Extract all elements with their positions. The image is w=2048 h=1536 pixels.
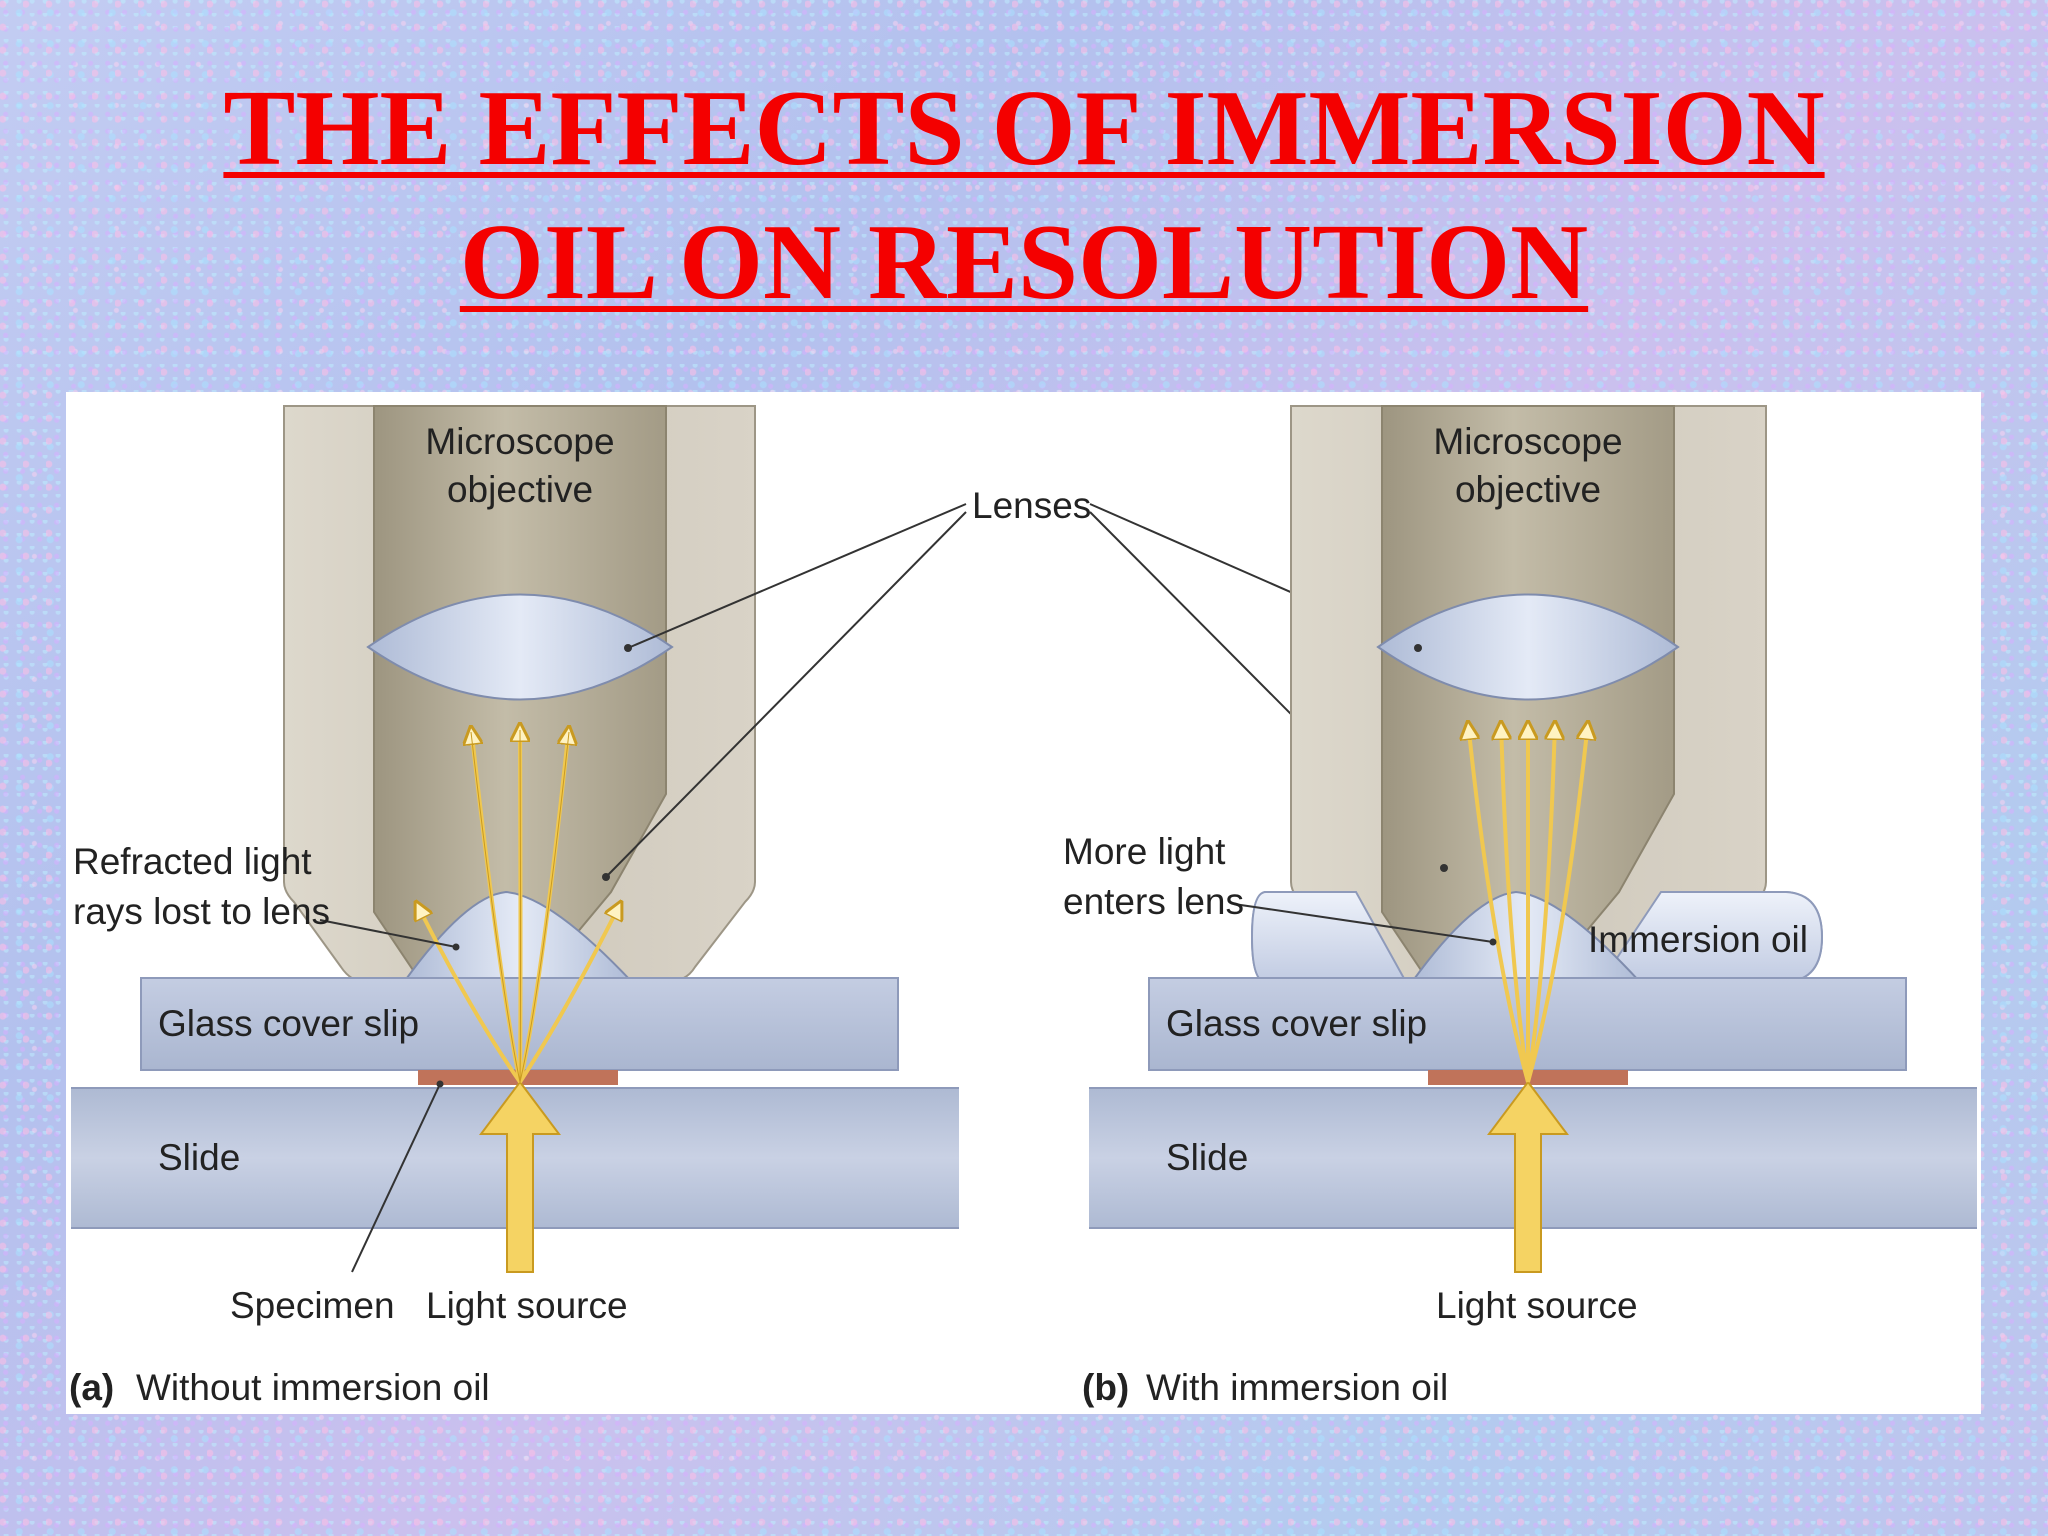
caption-text-b: With immersion oil	[1146, 1367, 1448, 1408]
upper-lens-b	[1376, 593, 1680, 701]
leader-lines-a	[319, 919, 457, 1273]
objective-label-a1: Microscope	[425, 421, 614, 462]
panel-a: Microscope objective Refracted light ray…	[69, 405, 959, 1408]
immersion-oil-label: Immersion oil	[1588, 919, 1808, 960]
specimen-label: Specimen	[230, 1285, 395, 1326]
title-line-2: OIL ON RESOLUTION	[459, 203, 1589, 322]
immersion-oil-diagram: Microscope objective Refracted light ray…	[69, 405, 1977, 1408]
caption-text-a: Without immersion oil	[136, 1367, 490, 1408]
refracted-label-1: Refracted light	[73, 841, 312, 882]
objective-label-b2: objective	[1455, 469, 1601, 510]
panel-b: Microscope objective More light enters l…	[1063, 405, 1977, 1408]
more-light-label-2: enters lens	[1063, 881, 1244, 922]
upper-lens-a	[366, 593, 674, 701]
cover-slip-label-a: Glass cover slip	[158, 1003, 419, 1044]
slide-label-b: Slide	[1166, 1137, 1248, 1178]
cover-slip-label-b: Glass cover slip	[1166, 1003, 1427, 1044]
more-light-label-1: More light	[1063, 831, 1226, 872]
light-source-arrow-a	[479, 1080, 561, 1273]
objective-label-b1: Microscope	[1433, 421, 1622, 462]
title-line-1: THE EFFECTS OF IMMERSION	[223, 69, 1825, 188]
immersion-oil-front	[1250, 891, 1408, 983]
slide-title: THE EFFECTS OF IMMERSION OIL ON RESOLUTI…	[0, 62, 2048, 330]
lenses-callout: Lenses	[605, 485, 1445, 878]
slide-label-a: Slide	[158, 1137, 240, 1178]
light-rays-b	[1468, 722, 1588, 1083]
light-source-label-b: Light source	[1436, 1285, 1638, 1326]
light-source-label-a: Light source	[426, 1285, 628, 1326]
objective-label-a2: objective	[447, 469, 593, 510]
light-source-arrow-b	[1487, 1080, 1569, 1273]
caption-letter-a: (a)	[69, 1367, 114, 1408]
caption-letter-b: (b)	[1082, 1367, 1129, 1408]
light-rays-outline-a	[470, 729, 570, 1083]
diagram-panel: Microscope objective Refracted light ray…	[66, 392, 1981, 1414]
refracted-label-2: rays lost to lens	[73, 891, 330, 932]
lenses-label: Lenses	[972, 485, 1091, 526]
